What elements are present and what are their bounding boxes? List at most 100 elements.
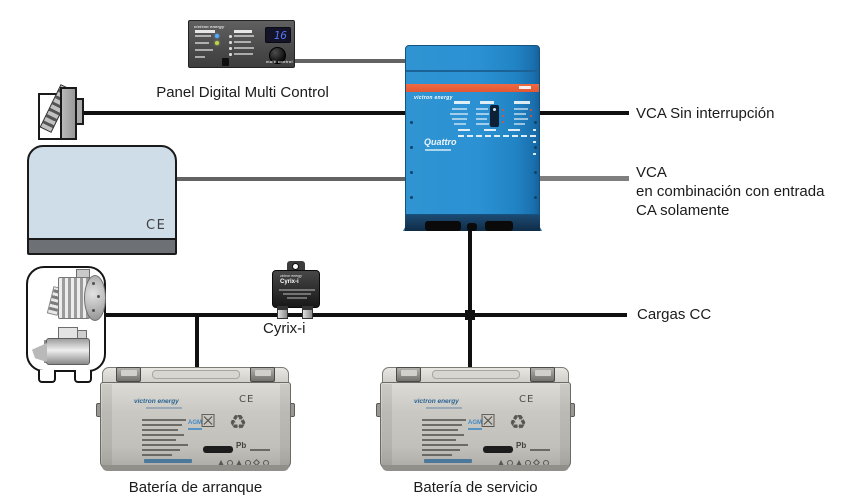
spec-row — [142, 429, 178, 431]
screw — [410, 121, 413, 124]
battery-case — [100, 382, 291, 469]
red-led — [502, 109, 504, 111]
battery-terminal-negative — [250, 367, 275, 382]
ce-mark: CE — [519, 394, 535, 405]
led-row — [450, 113, 468, 115]
red-led — [502, 115, 504, 117]
quattro-model-subtext — [425, 149, 451, 151]
led-row — [454, 123, 466, 125]
panel-section-label — [195, 30, 215, 33]
quattro-terminal-strip — [405, 215, 540, 231]
quattro-inverter-charger: victron energy Quattro — [403, 45, 542, 231]
engine-leg — [38, 370, 56, 383]
panel-row-label — [234, 53, 253, 55]
led-row — [514, 118, 528, 120]
led-row — [476, 123, 489, 125]
screw — [534, 146, 537, 149]
agm-badge: AGM — [188, 420, 202, 426]
led-row — [476, 108, 488, 110]
ce-mark: CE — [146, 218, 167, 233]
cyrix-print-row — [279, 289, 315, 291]
inlet-connector — [77, 98, 84, 125]
cert-icon — [516, 460, 522, 466]
recycle-icon: ♻ — [509, 410, 527, 434]
screw — [410, 146, 413, 149]
panel-row-label — [234, 41, 251, 43]
led-footer-label — [484, 129, 496, 131]
agm-badge-line — [468, 428, 482, 430]
digital-display: 16 — [265, 27, 291, 43]
start-battery: victron energy CE AGM ☒ ♻ Pb — [96, 365, 295, 473]
wire-dc-bus — [104, 313, 627, 317]
spec-row — [142, 439, 176, 441]
panel-led-dot — [229, 35, 232, 38]
lead-mark: Pb — [516, 441, 527, 450]
spec-row — [142, 424, 182, 426]
battery-handle — [152, 370, 240, 379]
wire-shore-to-quattro — [83, 111, 408, 115]
lead-mark: Pb — [236, 441, 247, 450]
wire-vca-combined-stub — [540, 176, 629, 181]
alternator-end-cap — [84, 275, 106, 321]
battery-terminal-positive — [396, 367, 421, 382]
pb-note-row — [530, 449, 550, 451]
spec-row — [422, 419, 466, 421]
brand-underline — [146, 407, 182, 409]
led-footer-label — [508, 129, 520, 131]
cert-icon — [218, 460, 224, 466]
cable-gland — [425, 221, 461, 231]
panel-led-dot — [229, 47, 232, 50]
pb-note-row — [250, 449, 270, 451]
multi-control-label: Panel Digital Multi Control — [156, 84, 329, 101]
website-row — [144, 459, 192, 463]
engine-icon — [26, 266, 122, 388]
led-row — [514, 113, 526, 115]
quattro-body: victron energy Quattro — [405, 45, 540, 215]
cyrix-battery-combiner: victron energy Cyrix-i — [270, 260, 322, 320]
wire-to-start-battery — [195, 315, 199, 370]
cyrix-body: victron energy Cyrix-i — [272, 270, 320, 308]
cert-icon — [236, 460, 242, 466]
spec-row — [142, 454, 172, 456]
spec-row — [142, 449, 180, 451]
battery-bottom-edge — [382, 465, 569, 471]
panel-row-label — [234, 47, 254, 49]
generator-base — [29, 238, 175, 253]
led-col-header — [480, 101, 494, 104]
vca-combined-line2: en combinación con entrada — [636, 183, 825, 200]
quattro-led-panel — [450, 101, 540, 141]
stripe-text-mark — [519, 86, 531, 89]
alternator-bolt — [92, 309, 95, 312]
agm-badge-line — [188, 428, 202, 430]
panel-row-label — [195, 35, 211, 37]
quattro-main-switch — [490, 105, 499, 127]
red-led — [530, 109, 532, 111]
led-row — [452, 108, 467, 110]
edge-mark — [533, 153, 536, 155]
panel-row-label — [234, 35, 254, 37]
spec-row — [142, 419, 186, 421]
led-row — [514, 123, 525, 125]
cyrix-print-row — [283, 293, 311, 295]
edge-mark — [533, 129, 536, 131]
vca-combined-line1: VCA — [636, 164, 667, 181]
capacity-bar — [483, 446, 513, 453]
panel-led-dot — [229, 53, 232, 56]
screw — [534, 196, 537, 199]
victron-logo: victron energy — [134, 398, 179, 405]
green-led — [215, 41, 219, 45]
case-pillar — [280, 384, 290, 468]
cert-icon — [498, 460, 504, 466]
cyrix-print-row — [287, 297, 307, 299]
wire-quattro-to-dc-bus — [468, 228, 472, 317]
alternator-bolt — [92, 282, 95, 285]
led-col-header — [454, 101, 470, 104]
screw — [534, 121, 537, 124]
case-pillar — [102, 384, 112, 468]
cyrix-terminal — [302, 306, 313, 319]
display-value: 16 — [273, 29, 287, 42]
spec-row — [422, 439, 456, 441]
service-battery-label: Batería de servicio — [413, 479, 538, 496]
led-col-header — [514, 101, 530, 104]
victron-logo: victron energy — [414, 95, 453, 101]
